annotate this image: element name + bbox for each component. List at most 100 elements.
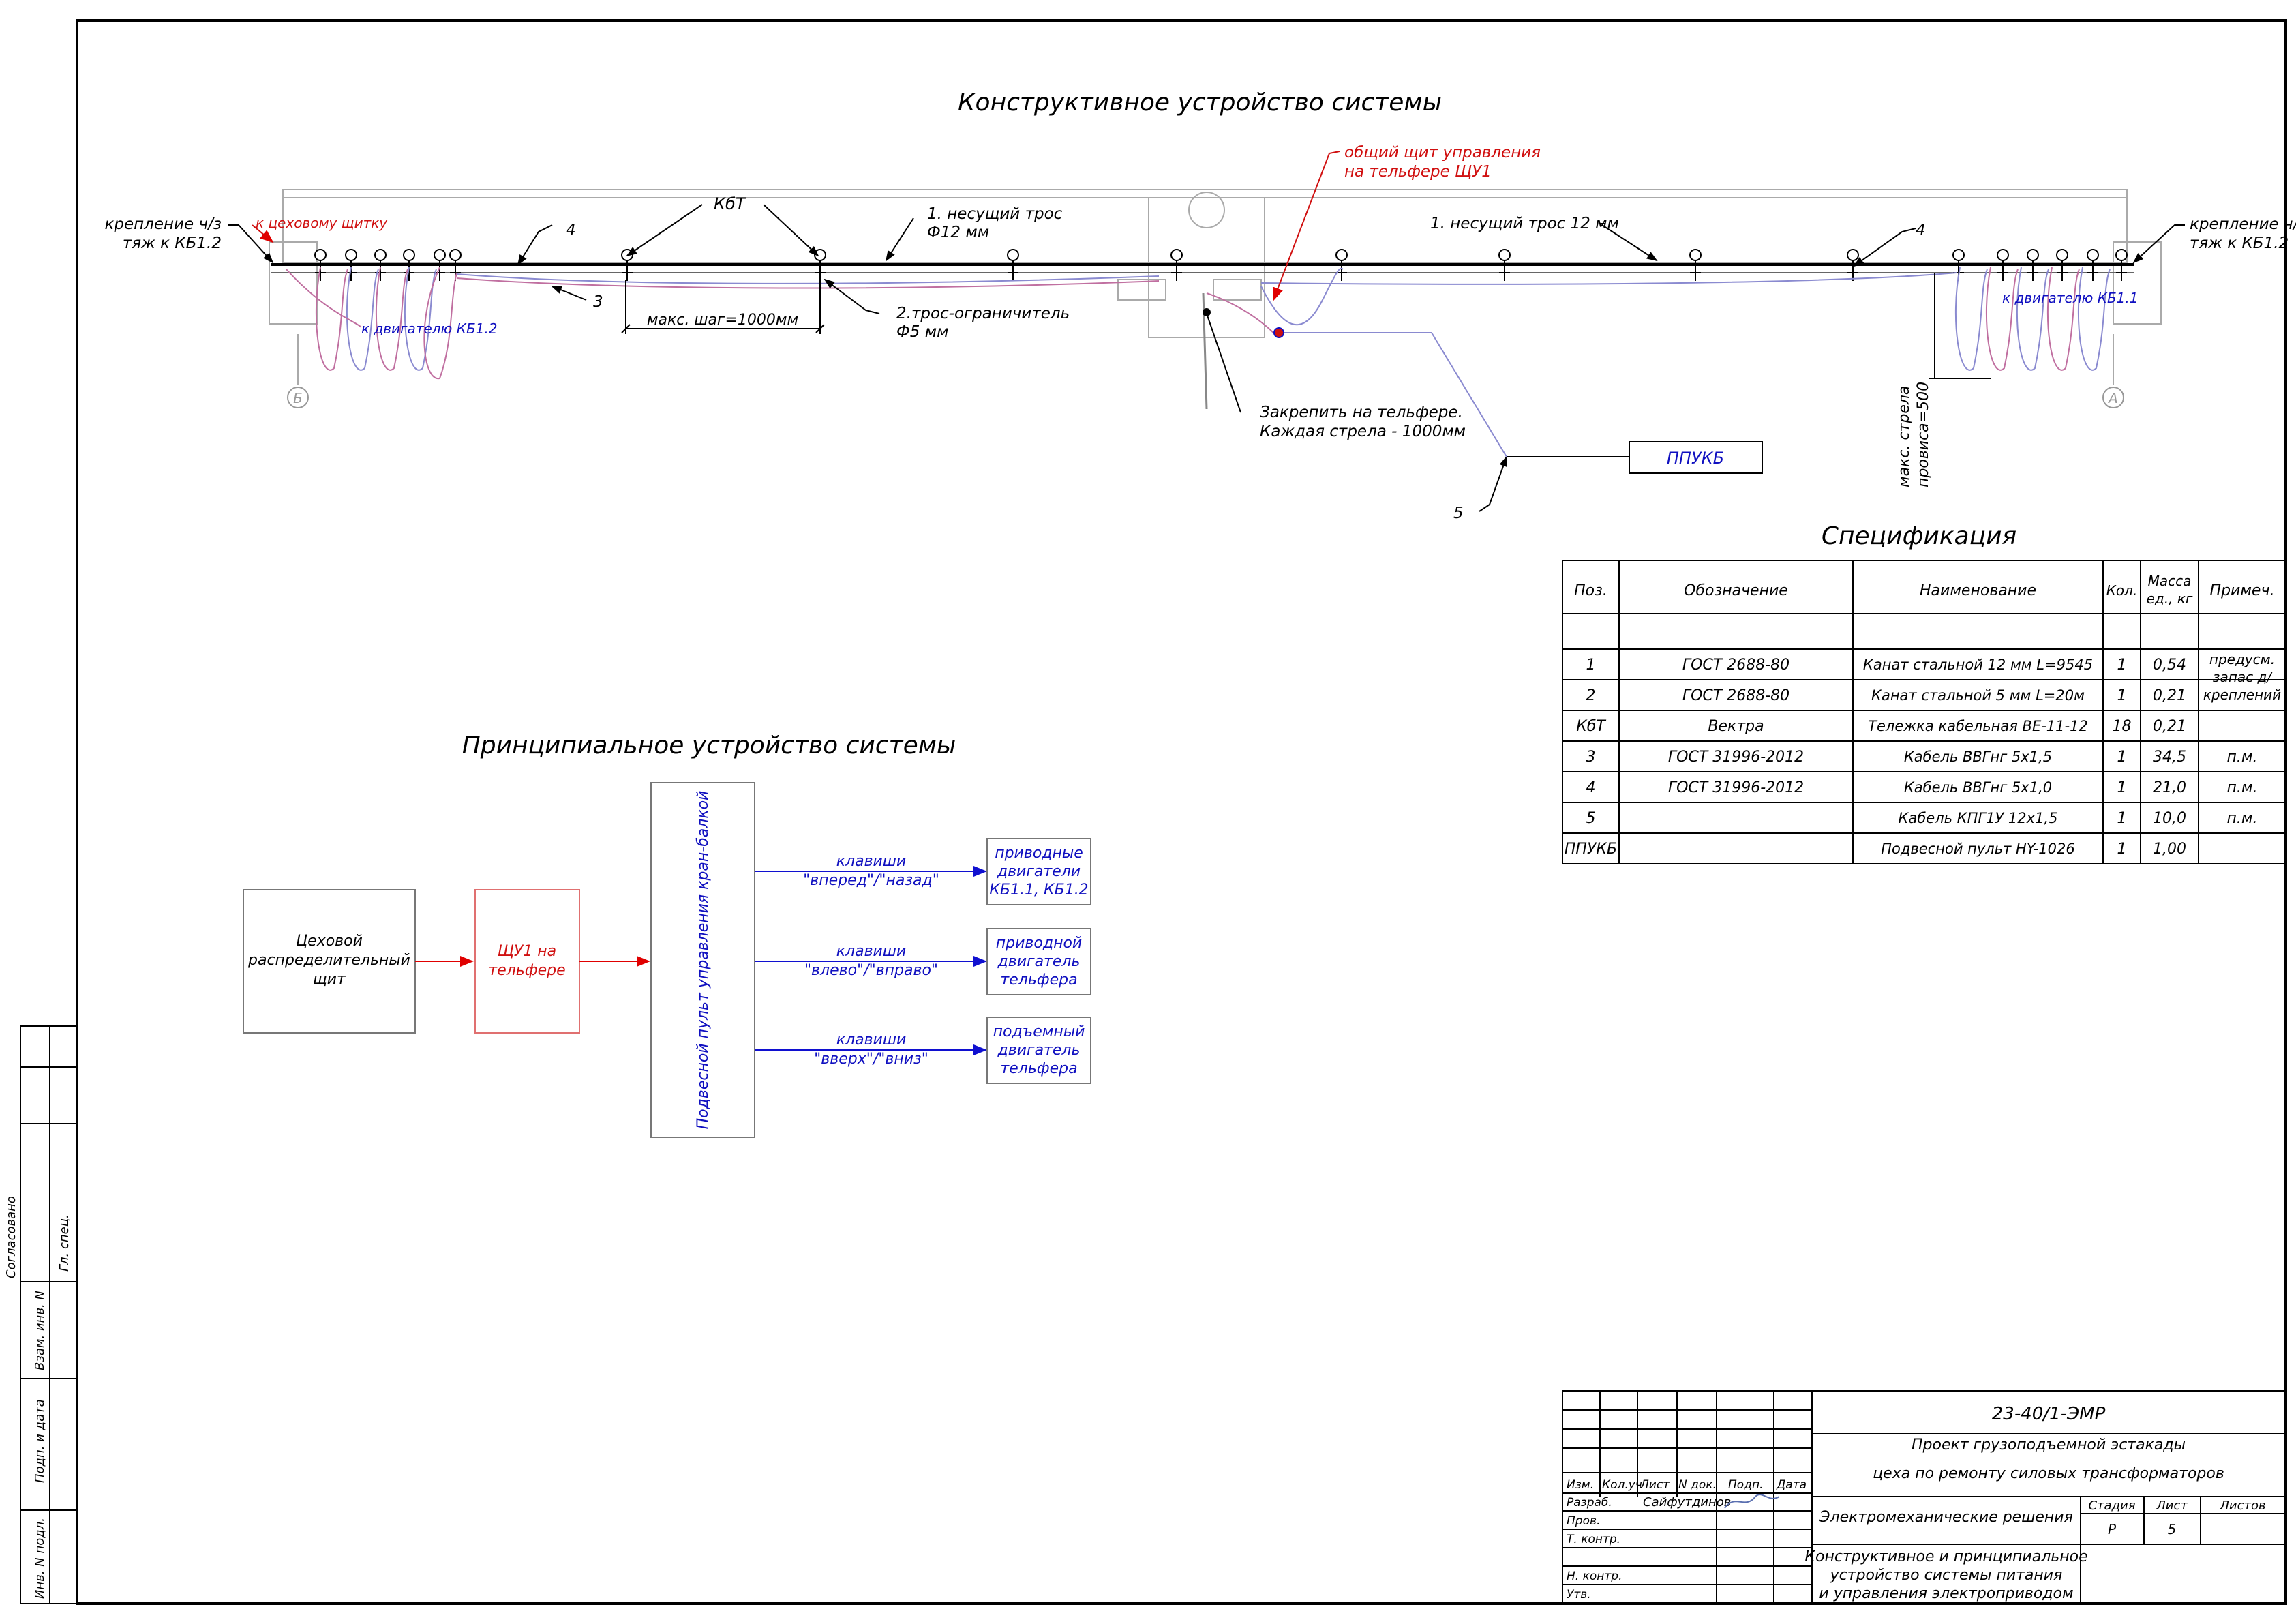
spec-cell: 1: [2117, 749, 2127, 766]
side-label-1: Гл. спец.: [57, 1214, 72, 1272]
kbt-label: КбТ: [714, 194, 747, 213]
spec-cell: 1: [2117, 657, 2127, 674]
spec-cell: п.м.: [2227, 749, 2258, 766]
limiter-2: Ф5 мм: [896, 323, 948, 341]
cable-trolley: [814, 249, 826, 261]
spec-cell: п.м.: [2227, 810, 2258, 827]
fix-label-2: Каждая стрела - 1000мм: [1260, 423, 1466, 440]
spec-cell: 34,5: [2153, 749, 2186, 766]
cable-trolley: [1335, 249, 1348, 261]
spec-header: Кол.: [2106, 582, 2138, 599]
step-label: макс. шаг=1000мм: [647, 312, 798, 329]
crane-beam: [269, 189, 2162, 338]
sag-label-2: провиса=500: [1915, 382, 1932, 487]
spec-cell: Канат стальной 12 мм L=9545: [1863, 657, 2093, 673]
spec-cell: 21,0: [2153, 779, 2186, 796]
cable-trolley: [403, 249, 415, 261]
ppukb-box: [1629, 441, 1763, 474]
left-mount-2: тяж к КБ1.2: [123, 235, 222, 252]
side-agreed: Согласовано: [4, 1196, 18, 1278]
spec-cell: 1: [2117, 841, 2127, 858]
out2-text-2: двигатель: [997, 953, 1081, 970]
general-panel-leader: [1272, 151, 1340, 301]
spec-cell: 10,0: [2153, 810, 2186, 827]
general-panel-1: общий щит управления: [1344, 144, 1541, 162]
spec-header: ед., кг: [2147, 590, 2193, 607]
pos-5: 5: [1453, 505, 1464, 522]
spec-cell: Канат стальной 5 мм L=20м: [1871, 687, 2085, 704]
principle-title: Принципиальное устройство системы: [462, 732, 956, 760]
keys2-text-2: "влево"/"вправо": [804, 962, 938, 979]
out1-box: [986, 838, 1091, 905]
cable-trolley: [374, 249, 387, 261]
spec-cell: 4: [1586, 779, 1596, 796]
leaders: [228, 204, 2185, 512]
spec-cell: Кабель ВВГнг 5х1,5: [1904, 749, 2052, 765]
right-mount-2: тяж к КБ1.2: [2190, 235, 2289, 252]
spec-cell: Кабель КПГ1У 12х1,5: [1899, 810, 2058, 826]
spec-cell: 1: [2117, 687, 2127, 704]
role-approve: Утв.: [1567, 1588, 1591, 1602]
spec-cell: креплений: [2203, 687, 2281, 703]
spec-cell: п.м.: [2227, 779, 2258, 796]
cable1-left-1: 1. несущий трос: [927, 205, 1063, 223]
spec-cell: ГОСТ 31996-2012: [1668, 779, 1804, 796]
spec-cell: 1: [1586, 657, 1596, 674]
fix-label-1: Закрепить на тельфере.: [1260, 404, 1463, 421]
spec-cell: 0,54: [2153, 657, 2186, 674]
construct-title: Конструктивное устройство системы: [958, 89, 1442, 117]
side-stamp: [20, 1025, 78, 1604]
spec-cell: 1: [2117, 810, 2127, 827]
keys2-text-1: клавиши: [836, 943, 907, 960]
to-shop-panel-label: к цеховому щитку: [256, 215, 388, 231]
role-ncontrol: Н. контр.: [1567, 1569, 1622, 1583]
cable-trolley: [345, 249, 357, 261]
cable-trolley: [1997, 249, 2009, 261]
axis-a-marker: [2102, 387, 2124, 408]
shop-panel-text-1: Цеховой: [296, 933, 363, 950]
shu1-text-1: ЩУ1 на: [498, 943, 556, 960]
shu1-box: [474, 889, 580, 1034]
side-label-3: Подп. и дата: [33, 1399, 47, 1483]
cable-trolley: [2027, 249, 2039, 261]
keys1-text-1: клавиши: [836, 853, 907, 870]
cable-trolley: [2115, 249, 2128, 261]
pos-4a: 4: [566, 222, 576, 239]
shop-panel-text-2: распределительный: [247, 952, 410, 969]
spec-header: Масса: [2148, 573, 2192, 589]
spec-header: Обозначение: [1684, 582, 1788, 599]
pos-3: 3: [593, 293, 603, 311]
role-dev: Разраб.: [1567, 1496, 1612, 1509]
limiter-1: 2.трос-ограничитель: [896, 305, 1070, 322]
cable-trolley: [314, 249, 327, 261]
shu1-text-2: тельфере: [488, 962, 565, 979]
spec-cell: предусм.: [2209, 651, 2275, 667]
left-mount-1: крепление ч/з: [104, 215, 222, 233]
spec-cell: Подвесной пульт HY-1026: [1881, 841, 2075, 857]
cable-trolley: [2087, 249, 2099, 261]
stamp-sheet-title-3: и управления электроприводом: [1819, 1585, 2073, 1602]
col-head-ndoc: N док.: [1678, 1478, 1717, 1492]
col-head-date: Дата: [1776, 1478, 1807, 1492]
stamp-sheet-head: Лист: [2156, 1499, 2188, 1513]
cable-loops-left: [286, 267, 1160, 380]
cable-trolley: [2056, 249, 2068, 261]
spec-cell: КбТ: [1576, 718, 1606, 735]
signature: [1724, 1494, 1780, 1509]
stamp-project-1: Проект грузоподъемной эстакады: [1912, 1437, 2186, 1454]
axis-b-marker: [287, 387, 309, 408]
spec-cell: ППУКБ: [1565, 841, 1617, 858]
side-label-4: Инв. N подл.: [33, 1518, 47, 1599]
axis-b-label: Б: [293, 390, 303, 406]
stamp-sheet-title-2: устройство системы питания: [1830, 1567, 2063, 1584]
spec-header: Примеч.: [2210, 582, 2275, 599]
spec-cell: Тележка кабельная ВЕ-11-12: [1868, 718, 2088, 734]
stamp-sheet-title-1: Конструктивное и принципиальное: [1804, 1548, 2087, 1565]
cable-trolley: [1952, 249, 1965, 261]
shu1-point: [1273, 327, 1284, 338]
out3-text-2: двигатель: [997, 1042, 1081, 1059]
cable1-left-2: Ф12 мм: [927, 224, 989, 241]
cable-trolley: [1170, 249, 1183, 261]
spec-cell: 2: [1586, 687, 1596, 704]
